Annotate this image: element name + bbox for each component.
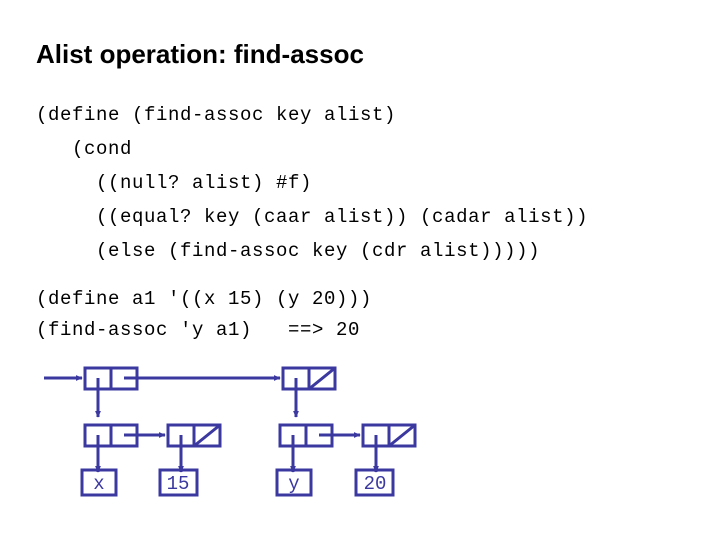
leaf-box-20 <box>354 468 395 497</box>
example-line: (find-assoc 'y a1) ==> 20 <box>36 319 361 341</box>
code-block: (define (find-assoc key alist) (cond ((n… <box>36 98 706 268</box>
leaf-label-20: 20 <box>364 473 387 495</box>
null-slash <box>308 366 336 391</box>
code-line: (cond <box>36 138 133 160</box>
null-slash <box>388 423 416 448</box>
example-block: (define a1 '((x 15) (y 20))) (find-assoc… <box>36 284 706 346</box>
page-title: Alist operation: find-assoc <box>36 39 364 69</box>
code-line: (else (find-assoc key (cdr alist))))) <box>36 240 541 262</box>
cons-cell-x-2 <box>166 423 222 473</box>
leaf-label-15: 15 <box>167 473 190 495</box>
leaf-box-15 <box>158 468 199 497</box>
cons-cell-y-1 <box>278 423 334 473</box>
leaf-label-x: x <box>93 473 104 495</box>
cons-cell-top-1 <box>83 366 139 418</box>
cons-cell-top-2 <box>281 366 337 418</box>
box-and-pointer-diagram: x 15 y 20 <box>0 350 720 515</box>
code-line: ((null? alist) #f) <box>36 172 313 194</box>
leaf-label-y: y <box>288 473 299 495</box>
leaf-box-y <box>275 468 313 497</box>
cons-cell-y-2 <box>361 423 417 473</box>
example-line: (define a1 '((x 15) (y 20))) <box>36 288 373 310</box>
null-slash <box>193 423 221 448</box>
cons-cell-x-1 <box>83 423 139 473</box>
code-line: ((equal? key (caar alist)) (cadar alist)… <box>36 206 589 228</box>
leaf-box-x <box>80 468 118 497</box>
code-line: (define (find-assoc key alist) <box>36 104 397 126</box>
